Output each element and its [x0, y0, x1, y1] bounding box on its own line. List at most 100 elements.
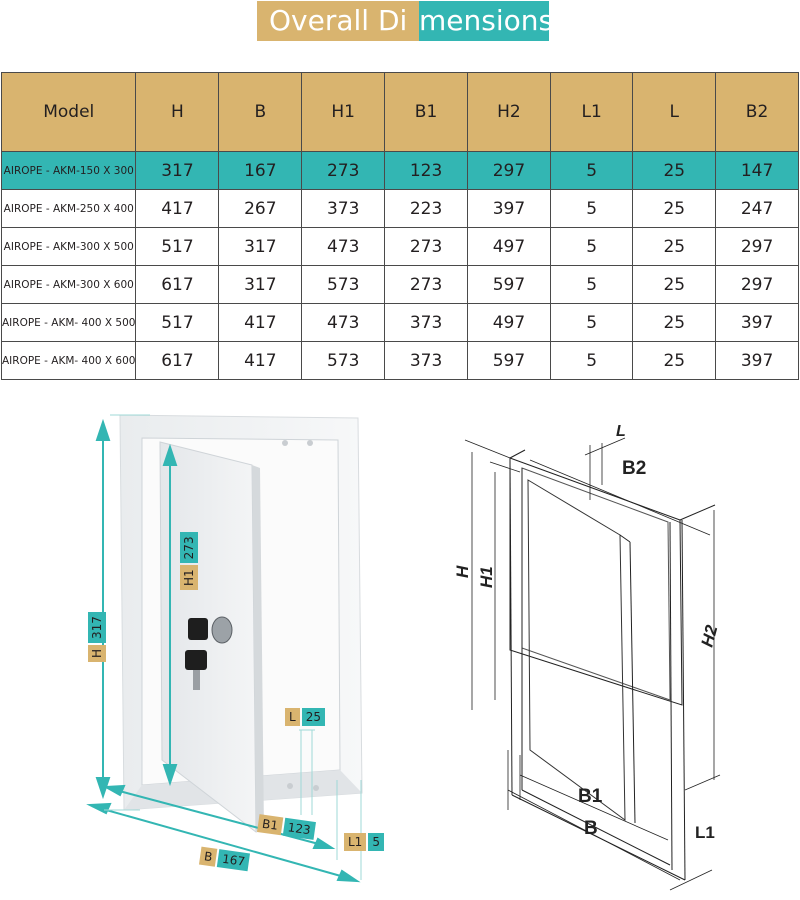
- label-value: 5: [368, 833, 384, 851]
- cell-l1: 5: [549, 265, 634, 304]
- technical-drawing-lines: H H1 H2 B2 B1 B L1 L: [453, 423, 722, 891]
- label-value: 317: [88, 612, 106, 643]
- table-row: AIROPE - AKM-300 X 500 517 317 473 273 4…: [0, 227, 799, 266]
- label-key: H: [88, 644, 106, 662]
- title-part-teal: mensions: [419, 1, 553, 41]
- col-header-l: L: [632, 72, 717, 152]
- access-panel-illustration: [86, 414, 363, 883]
- cell-b: 417: [218, 341, 303, 380]
- cell-b: 317: [218, 227, 303, 266]
- cell-model: AIROPE - AKM-150 X 300: [0, 151, 137, 190]
- cell-l1: 5: [549, 341, 634, 380]
- cell-l: 25: [632, 227, 717, 266]
- cell-h2: 497: [466, 227, 551, 266]
- cell-h1: 473: [301, 227, 386, 266]
- cell-model: AIROPE - AKM-300 X 600: [0, 265, 137, 304]
- cell-h2: 297: [466, 151, 551, 190]
- table-row: AIROPE - AKM-250 X 400 417 267 373 223 3…: [0, 189, 799, 228]
- cell-b2: 297: [715, 227, 799, 266]
- cell-b1: 373: [384, 303, 468, 342]
- drawing-label-b1: B1: [578, 786, 603, 807]
- drawing-label-h: H: [453, 565, 472, 578]
- cell-b2: 297: [715, 265, 799, 304]
- key-icon: [185, 650, 207, 670]
- col-header-b: B: [218, 72, 303, 152]
- cell-h1: 373: [301, 189, 386, 228]
- table-row: AIROPE - AKM- 400 X 500 517 417 473 373 …: [0, 303, 799, 342]
- table-row: AIROPE - AKM-150 X 300 317 167 273 123 2…: [0, 151, 799, 190]
- drawing-label-h1: H1: [477, 566, 496, 588]
- table-header-row: Model H B H1 B1 H2 L1 L B2: [0, 72, 799, 152]
- cell-b2: 397: [715, 303, 799, 342]
- drawing-label-l: L: [616, 423, 626, 440]
- cell-b2: 247: [715, 189, 799, 228]
- title-part-gold: Overall Di: [257, 1, 419, 41]
- cell-b: 417: [218, 303, 303, 342]
- cell-h: 617: [135, 341, 220, 380]
- cell-l1: 5: [549, 189, 634, 228]
- cell-b1: 373: [384, 341, 468, 380]
- cell-b1: 273: [384, 227, 468, 266]
- cell-l: 25: [632, 189, 717, 228]
- col-header-b2: B2: [715, 72, 799, 152]
- cell-h2: 497: [466, 303, 551, 342]
- cell-h: 517: [135, 227, 220, 266]
- col-header-h: H: [135, 72, 220, 152]
- cell-b1: 273: [384, 265, 468, 304]
- cell-b2: 147: [715, 151, 799, 190]
- cell-l: 25: [632, 303, 717, 342]
- cell-h1: 273: [301, 151, 386, 190]
- cell-l: 25: [632, 265, 717, 304]
- cell-h: 517: [135, 303, 220, 342]
- col-header-h2: H2: [466, 72, 551, 152]
- drawing-label-h2: H2: [698, 623, 722, 649]
- technical-drawing: H H1 H2 B2 B1 B L1 L: [440, 410, 800, 896]
- cell-b1: 123: [384, 151, 468, 190]
- dimensions-table: Model H B H1 B1 H2 L1 L B2 AIROPE - AKM-…: [0, 72, 799, 380]
- label-key: L: [285, 708, 300, 726]
- cell-l: 25: [632, 151, 717, 190]
- cell-l: 25: [632, 341, 717, 380]
- table-row: AIROPE - AKM- 400 X 600 617 417 573 373 …: [0, 341, 799, 380]
- cell-b2: 397: [715, 341, 799, 380]
- cell-l1: 5: [549, 151, 634, 190]
- cell-b1: 223: [384, 189, 468, 228]
- cell-model: AIROPE - AKM-250 X 400: [0, 189, 137, 228]
- cell-l1: 5: [549, 303, 634, 342]
- cell-h1: 473: [301, 303, 386, 342]
- page-title: Overall Di mensions: [257, 1, 553, 41]
- label-key: B: [198, 846, 218, 867]
- drawing-label-b: B: [584, 818, 598, 839]
- title-text-1: Overall Di: [269, 4, 408, 37]
- lock-icon: [188, 618, 208, 640]
- cell-h2: 597: [466, 265, 551, 304]
- label-key: H1: [180, 565, 198, 590]
- cell-model: AIROPE - AKM-300 X 500: [0, 227, 137, 266]
- col-header-b1: B1: [384, 72, 468, 152]
- label-value: 273: [180, 532, 198, 564]
- label-value: 25: [301, 708, 325, 726]
- table-row: AIROPE - AKM-300 X 600 617 317 573 273 5…: [0, 265, 799, 304]
- cell-h2: 397: [466, 189, 551, 228]
- col-header-l1: L1: [549, 72, 634, 152]
- label-key: L1: [344, 833, 367, 851]
- cell-h2: 597: [466, 341, 551, 380]
- cell-h1: 573: [301, 341, 386, 380]
- drawing-label-b2: B2: [622, 458, 646, 479]
- cell-model: AIROPE - AKM- 400 X 500: [0, 303, 137, 342]
- cell-l1: 5: [549, 227, 634, 266]
- cell-model: AIROPE - AKM- 400 X 600: [0, 341, 137, 380]
- title-text-2: mensions: [419, 4, 554, 37]
- cell-h1: 573: [301, 265, 386, 304]
- cell-b: 267: [218, 189, 303, 228]
- cell-h: 617: [135, 265, 220, 304]
- col-header-h1: H1: [301, 72, 386, 152]
- drawing-label-l1: L1: [695, 823, 715, 842]
- cell-h: 317: [135, 151, 220, 190]
- cell-b: 317: [218, 265, 303, 304]
